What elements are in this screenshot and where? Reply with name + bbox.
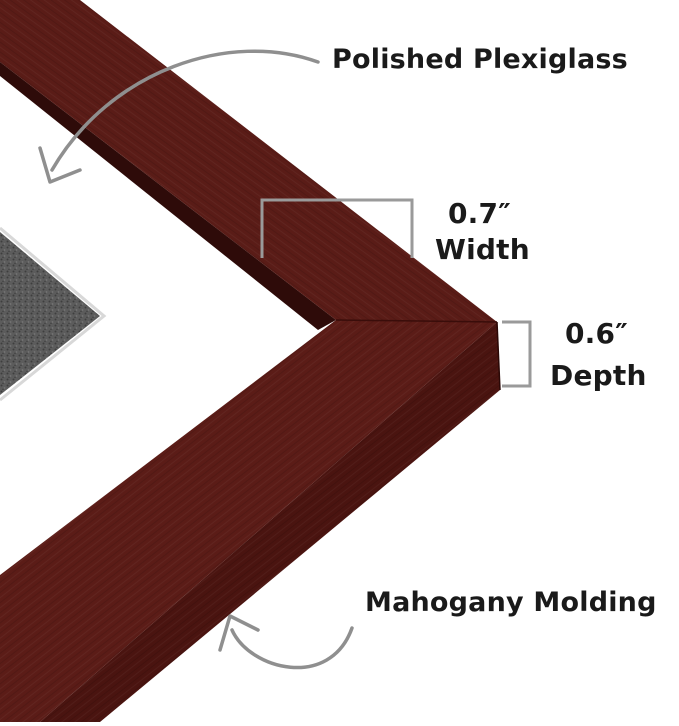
frame-bottom-rail-grain: [0, 320, 497, 722]
artwork-edge: [0, 226, 107, 402]
width-bracket: [260, 198, 414, 258]
molding-arrow: [230, 626, 354, 670]
plexiglass-arrow: [50, 49, 320, 172]
callout-width-label: Width: [435, 233, 530, 266]
frame-outer-side-grain: [40, 322, 500, 722]
artwork-print: [0, 232, 100, 395]
plexiglass-arrowhead: [38, 146, 82, 184]
callout-depth-value: 0.6″: [565, 317, 628, 350]
depth-bracket: [502, 320, 532, 388]
callout-depth-label: Depth: [550, 359, 647, 392]
molding-arrowhead: [218, 614, 260, 652]
corner-edge: [496, 321, 501, 391]
miter-joint: [335, 319, 498, 323]
callout-molding: Mahogany Molding: [365, 587, 657, 618]
frame-top-rail-grain: [0, 0, 497, 322]
callout-width-value: 0.7″: [448, 197, 511, 230]
callout-plexiglass: Polished Plexiglass: [332, 44, 628, 75]
mat-board: [0, 70, 330, 575]
